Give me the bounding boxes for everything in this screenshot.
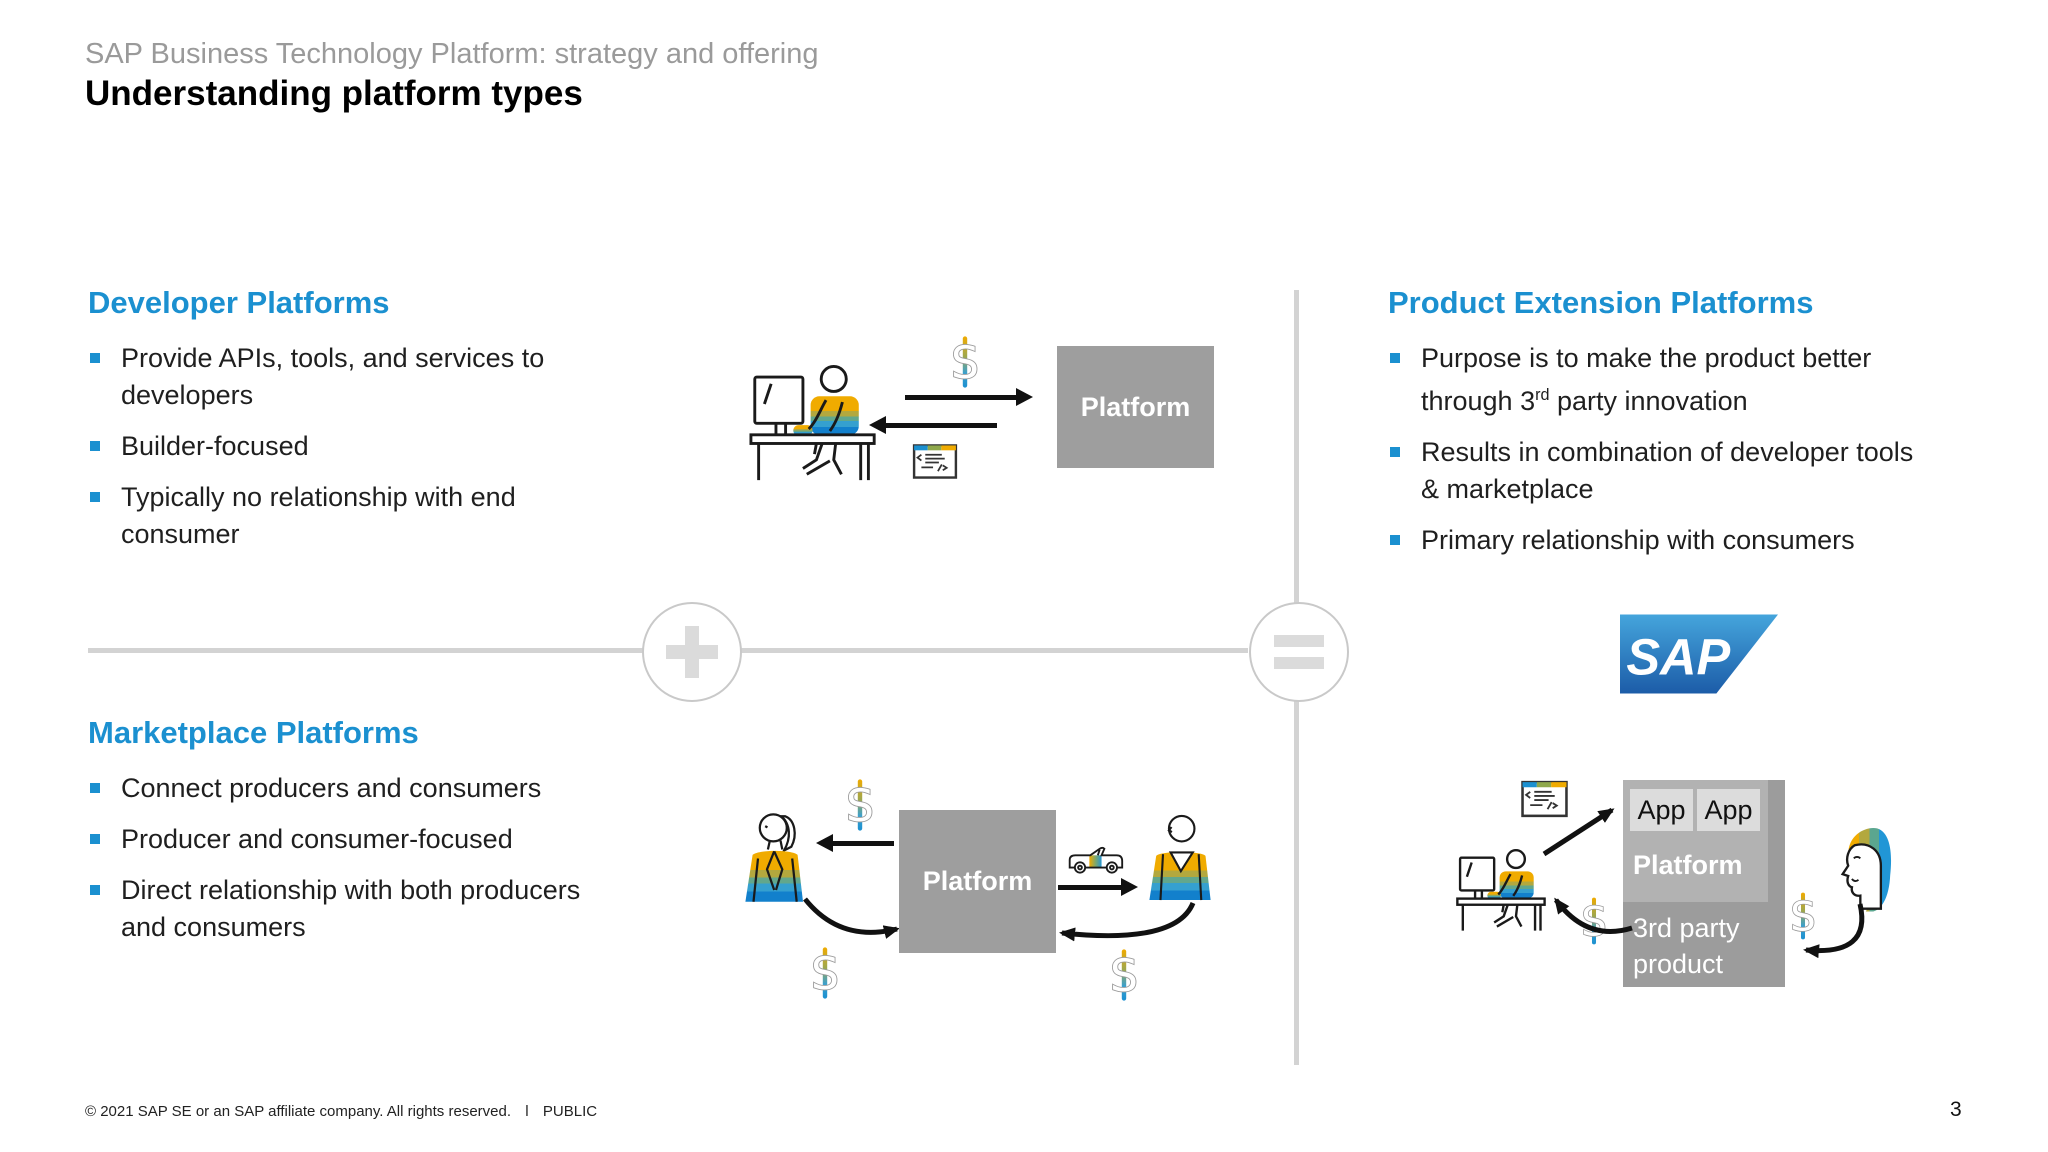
classification-label: PUBLIC <box>542 1103 598 1120</box>
heading-marketplace-platforms: Marketplace Platforms <box>88 715 419 750</box>
product-extension-bullet-list: Purpose is to make the product better th… <box>1388 340 2008 573</box>
platform-label: Platform <box>1633 850 1743 880</box>
sap-logo: SAP <box>1620 614 1778 694</box>
copyright-text: © 2021 SAP SE or an SAP affiliate compan… <box>85 1103 512 1120</box>
diagonal-arrow-icon <box>1542 807 1615 857</box>
curved-arrow-icon <box>1059 901 1196 942</box>
arrow-right-icon <box>1058 878 1138 896</box>
bullet-item: Direct relationship with both producers … <box>88 872 668 946</box>
bullet-item: Builder-focused <box>88 428 648 465</box>
consumer-head-icon <box>1840 827 1892 912</box>
svg-text:S: S <box>1790 894 1816 941</box>
plus-icon <box>642 602 742 702</box>
marketplace-bullet-list: Connect producers and consumers Producer… <box>88 770 668 960</box>
developer-bullet-list: Provide APIs, tools, and services to dev… <box>88 340 648 567</box>
equals-icon <box>1249 602 1349 702</box>
app-box: App <box>1630 789 1693 831</box>
curved-arrow-icon <box>1803 903 1865 959</box>
developer-desk-icon <box>1456 849 1546 931</box>
code-window-icon <box>1521 780 1568 818</box>
svg-text:S: S <box>811 949 839 1000</box>
arrow-left-icon <box>869 416 997 434</box>
dollar-icon: S <box>845 779 875 833</box>
bullet-item: Primary relationship with consumers <box>1388 522 2008 559</box>
third-party-label-line1: 3rd party <box>1633 913 1740 943</box>
bullet-item: Provide APIs, tools, and services to dev… <box>88 340 648 414</box>
arrow-right-icon <box>905 388 1033 406</box>
bullet-item: Results in combination of developer tool… <box>1388 434 2008 508</box>
producer-person-icon <box>745 813 803 902</box>
svg-text:S: S <box>951 338 979 389</box>
platform-box-developer: Platform <box>1057 346 1214 468</box>
svg-text:S: S <box>846 781 874 832</box>
bullet-item: Typically no relationship with end consu… <box>88 479 648 553</box>
consumer-person-icon <box>1149 814 1211 901</box>
curved-arrow-icon <box>803 897 900 939</box>
curved-arrow-icon <box>1553 897 1633 934</box>
third-party-label-line2: product <box>1633 949 1724 979</box>
page-title: Understanding platform types <box>85 74 583 113</box>
developer-desk-icon <box>749 365 876 481</box>
dollar-icon: S <box>950 336 980 390</box>
dollar-icon: S <box>1109 949 1139 1003</box>
dollar-icon: S <box>1789 892 1817 941</box>
footer-separator: ǀ <box>525 1103 529 1120</box>
code-window-icon <box>912 444 958 479</box>
car-icon <box>1068 846 1124 874</box>
svg-text:S: S <box>1110 951 1138 1002</box>
dollar-icon: S <box>1580 897 1608 946</box>
bullet-item: Purpose is to make the product better th… <box>1388 340 2008 420</box>
dollar-icon: S <box>810 947 840 1001</box>
arrow-left-icon <box>816 834 894 852</box>
heading-product-extension-platforms: Product Extension Platforms <box>1388 285 1814 320</box>
svg-text:SAP: SAP <box>1626 629 1730 686</box>
slide-subtitle: SAP Business Technology Platform: strate… <box>85 38 819 70</box>
svg-text:S: S <box>1581 899 1607 946</box>
app-box: App <box>1697 789 1760 831</box>
heading-developer-platforms: Developer Platforms <box>88 285 390 320</box>
footer: © 2021 SAP SE or an SAP affiliate compan… <box>85 1103 597 1120</box>
bullet-item: Producer and consumer-focused <box>88 821 668 858</box>
platform-box-marketplace: Platform <box>899 810 1056 953</box>
bullet-item: Connect producers and consumers <box>88 770 668 807</box>
page-number: 3 <box>1950 1098 1962 1121</box>
